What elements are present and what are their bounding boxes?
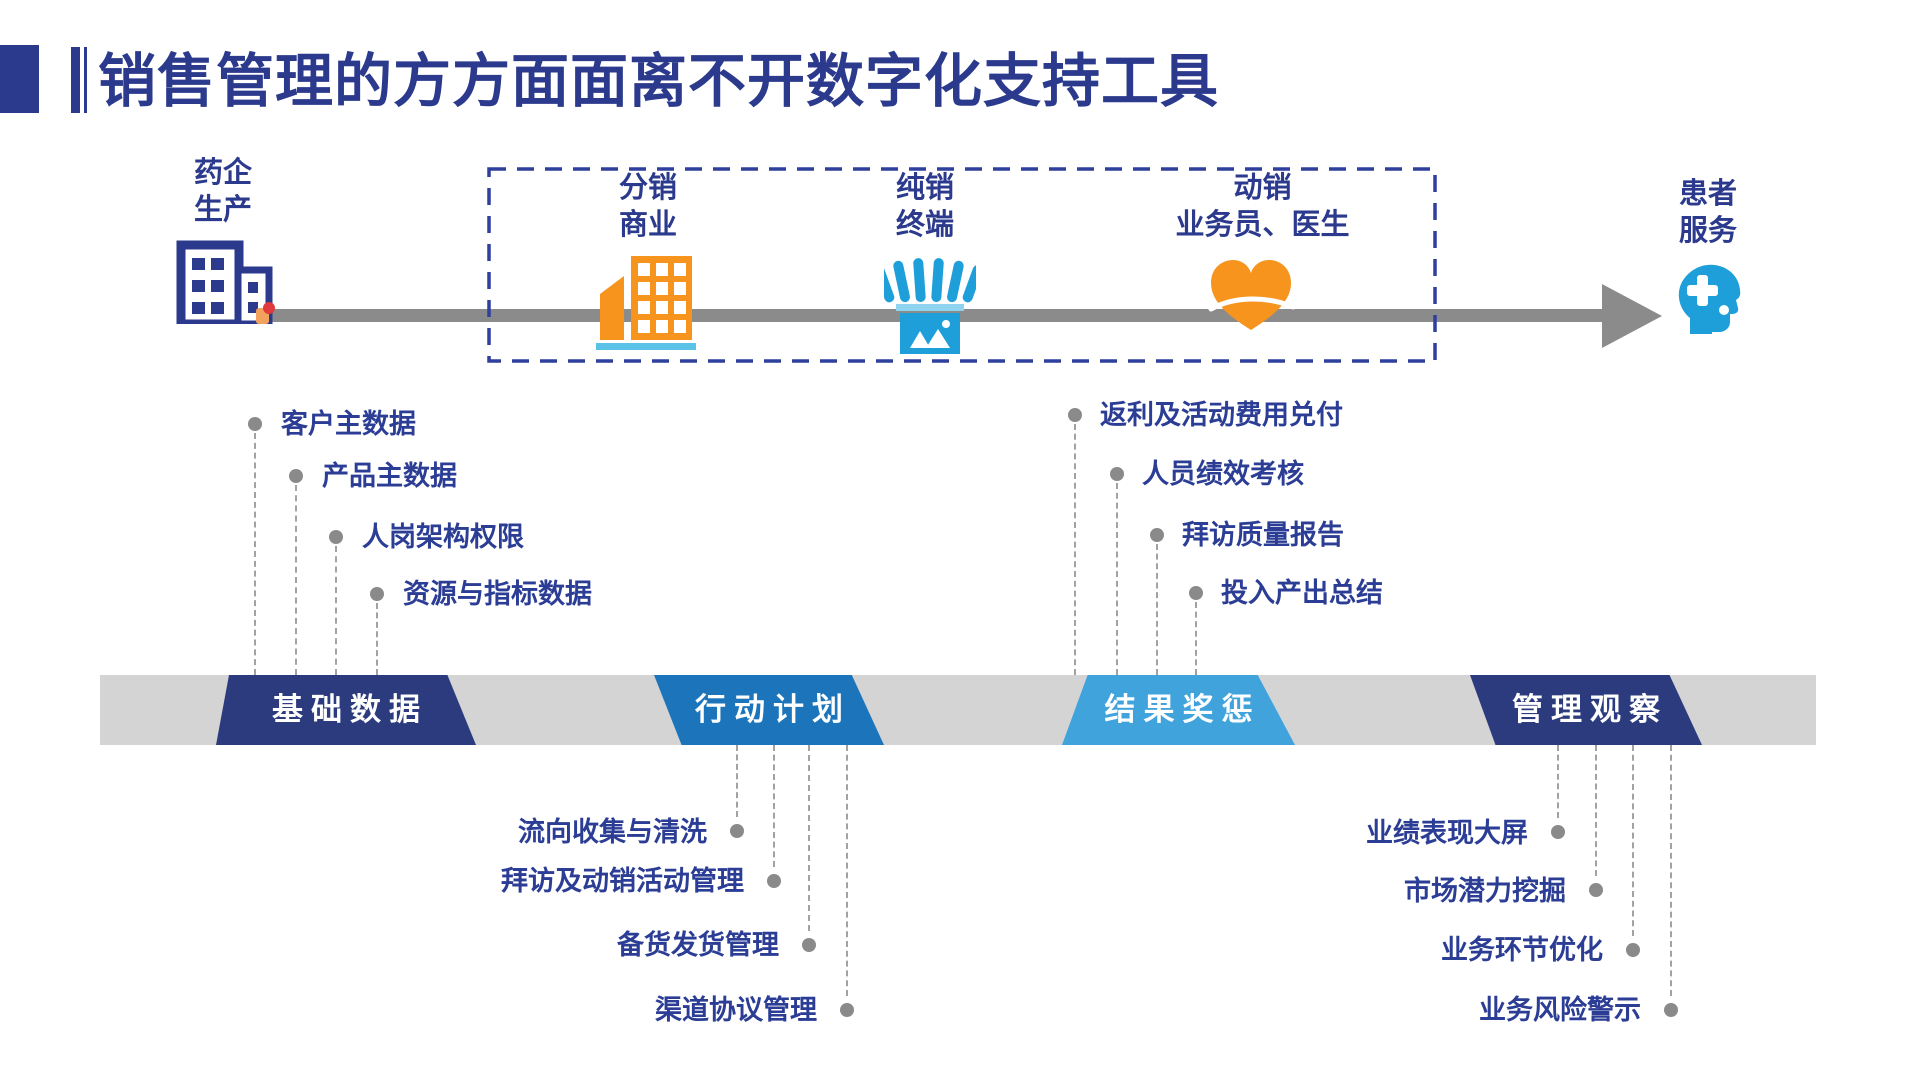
connector-dot [1589,883,1603,897]
connector-line [1156,544,1158,675]
connector-dot [1551,825,1565,839]
connector-line [335,546,337,675]
connector-dot [370,587,384,601]
flow-stage-label-patient: 患者 服务 [1678,178,1737,247]
connector-line [376,603,378,675]
connector-line [1116,483,1118,675]
connector-line [254,433,256,675]
title-accent-bar-thin [84,47,87,113]
connector-dot [767,874,781,888]
page-title: 销售管理的方方面面离不开数字化支持工具 [98,49,1220,114]
connector-dot [1626,943,1640,957]
list-item: 人岗架构权限 [362,522,524,552]
warehouse-underline [596,343,696,350]
flow-arrow-head [1602,284,1662,348]
connector-line [1670,745,1672,996]
list-item: 业务环节优化 [1441,935,1603,965]
connector-line [736,745,738,817]
connector-line [1595,745,1597,876]
list-item: 业绩表现大屏 [1366,818,1528,848]
banner-results-rewards: 结果奖惩 [1062,675,1295,745]
list-item: 渠道协议管理 [655,995,817,1025]
connector-dot [730,824,744,838]
connector-line [1074,424,1076,675]
connector-dot [1664,1003,1678,1017]
connector-line [773,745,775,867]
flow-stage-label-activation: 动销 业务员、医生 [1175,172,1350,241]
connector-dot [1068,408,1082,422]
connector-dot [248,417,262,431]
list-item: 流向收集与清洗 [518,817,707,847]
list-item: 业务风险警示 [1479,995,1641,1025]
connector-dot [1150,528,1164,542]
list-item: 拜访质量报告 [1182,520,1344,550]
connector-line [1557,745,1559,818]
connector-dot [840,1003,854,1017]
connector-dot [1189,586,1203,600]
flow-stage-label-distribution: 分销 商业 [618,172,677,241]
list-item: 拜访及动销活动管理 [501,866,744,896]
connector-dot [1110,467,1124,481]
banner-basic-data: 基础数据 [216,675,476,745]
list-item: 客户主数据 [281,409,416,439]
title-square [0,45,39,113]
factory-building-icon [176,240,275,324]
list-item: 返利及活动费用兑付 [1100,400,1343,430]
flow-stage-label-terminal: 纯销 终端 [895,172,954,241]
heart-hands-icon [1208,260,1296,330]
warehouse-icon [600,256,692,340]
list-item: 备货发货管理 [617,930,779,960]
storefront-icon [884,258,976,354]
list-item: 资源与指标数据 [403,579,592,609]
connector-line [1195,602,1197,675]
list-item: 产品主数据 [322,461,457,491]
connector-dot [802,938,816,952]
connector-line [1632,745,1634,936]
connector-line [808,745,810,931]
title-accent-bar [71,47,80,113]
banner-management-observation: 管理观察 [1470,675,1702,745]
pipeline-dashed-box [487,167,1437,363]
flow-stage-label-pharma: 药企 生产 [193,157,252,226]
connector-dot [329,530,343,544]
list-item: 人员绩效考核 [1142,459,1304,489]
list-item: 投入产出总结 [1221,578,1383,608]
banner-action-plan: 行动计划 [654,675,884,745]
list-item: 市场潜力挖掘 [1404,876,1566,906]
connector-line [295,485,297,675]
connector-dot [289,469,303,483]
patient-head-icon [1678,264,1741,334]
connector-line [846,745,848,996]
